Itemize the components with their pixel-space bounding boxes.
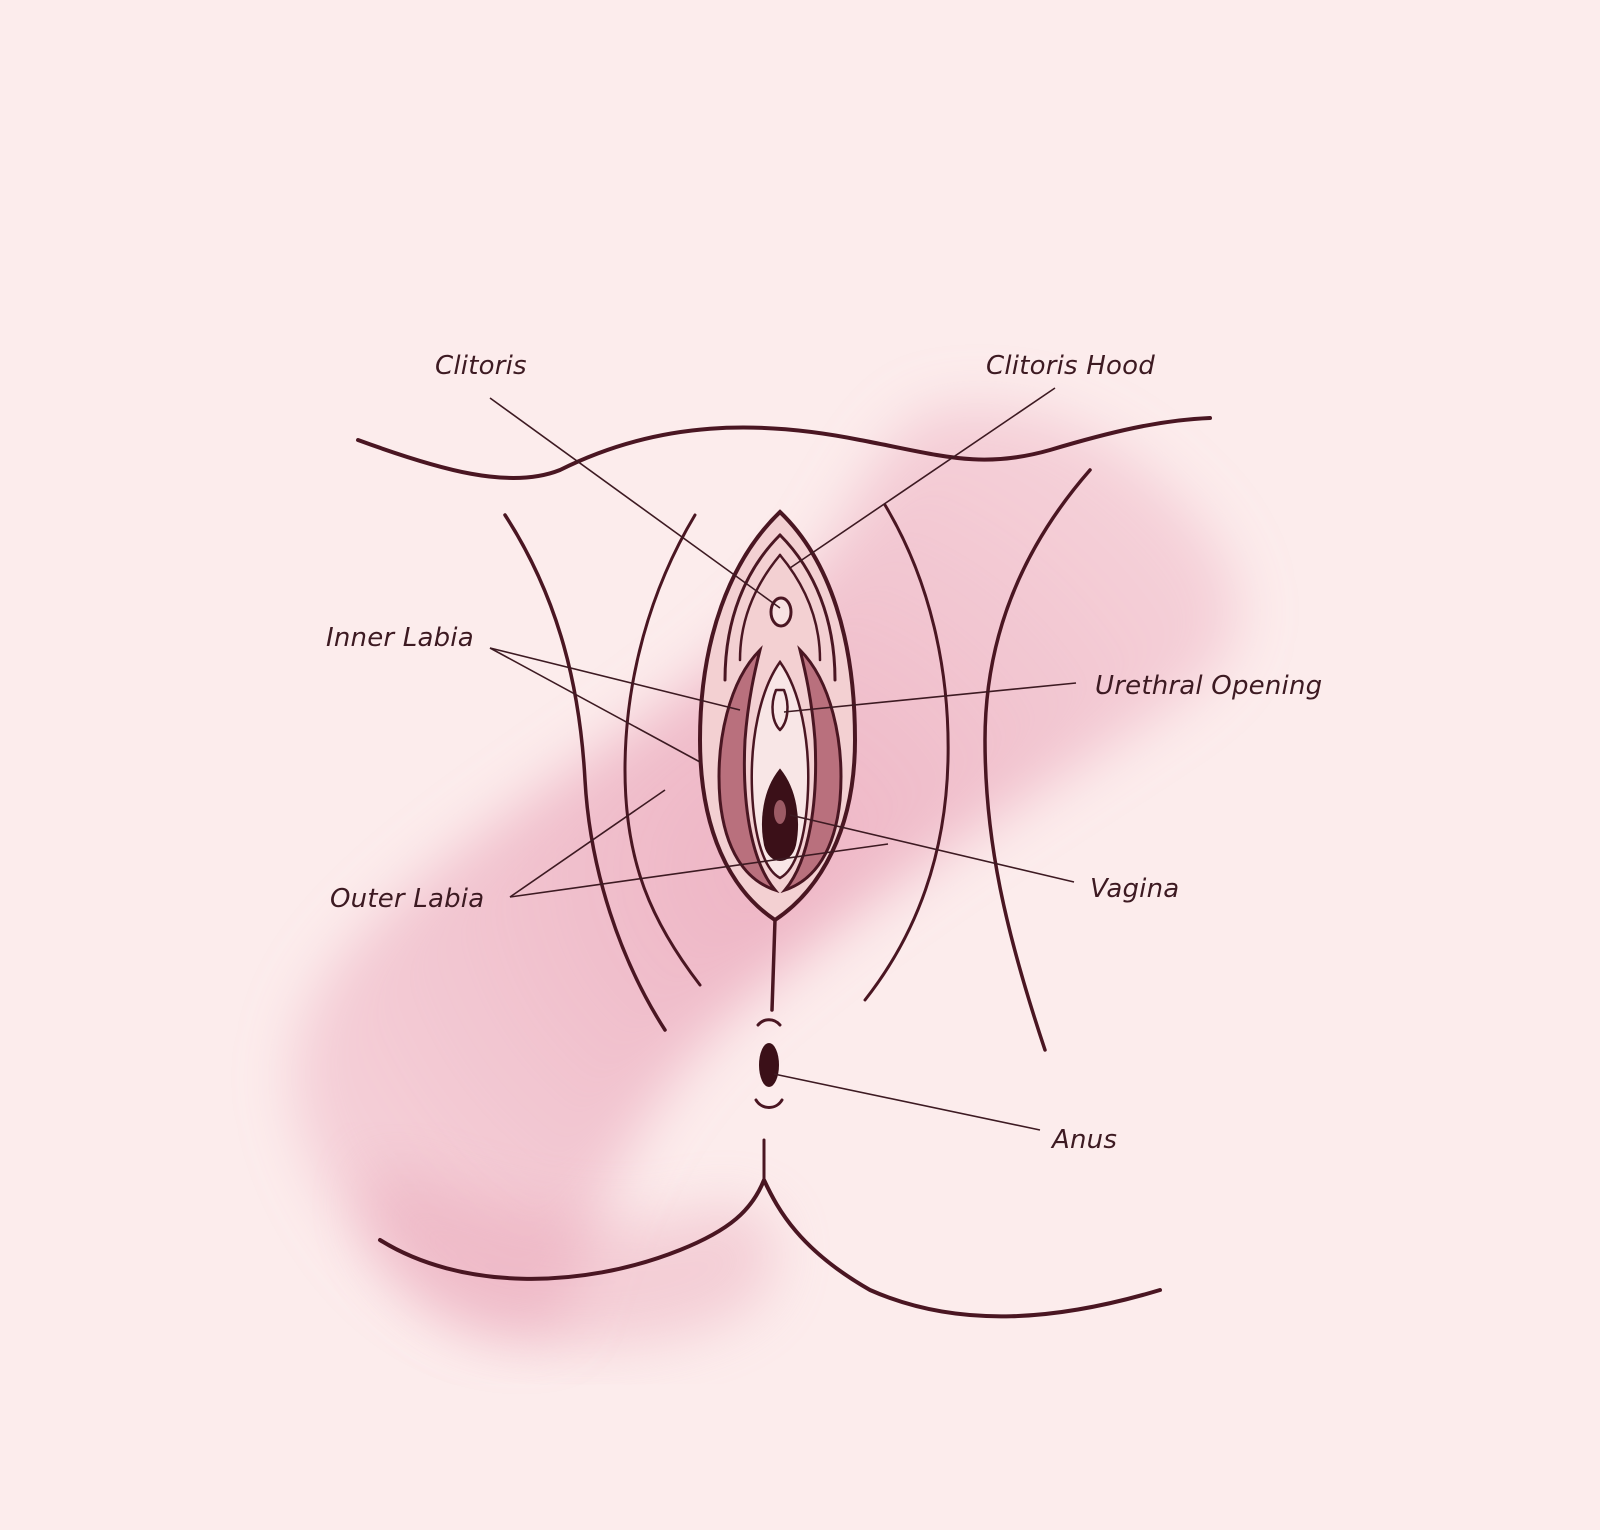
leader-lines (489, 387, 1077, 1131)
leader-anus (773, 1073, 1041, 1131)
leader-clitoris-hood (789, 387, 1056, 569)
label-clitoris-hood: Clitoris Hood (986, 351, 1155, 381)
leader-vagina (789, 814, 1075, 883)
leader-inner-labia-1 (489, 647, 741, 711)
label-urethral-opening: Urethral Opening (1095, 671, 1322, 701)
vulva-illustration (697, 509, 858, 1109)
body-contours (356, 416, 1212, 1319)
label-vagina: Vagina (1090, 874, 1179, 904)
leader-outer-labia-2 (509, 843, 889, 898)
label-inner-labia: Inner Labia (326, 623, 474, 653)
label-outer-labia: Outer Labia (330, 884, 484, 914)
label-anus: Anus (1050, 1125, 1117, 1155)
leader-outer-labia-1 (509, 789, 666, 898)
leader-inner-labia-2 (489, 647, 701, 763)
labels: Clitoris Clitoris Hood Inner Labia Ureth… (326, 351, 1322, 1155)
leader-clitoris (489, 397, 781, 609)
leader-urethral-opening (783, 682, 1077, 713)
label-clitoris: Clitoris (435, 351, 527, 381)
